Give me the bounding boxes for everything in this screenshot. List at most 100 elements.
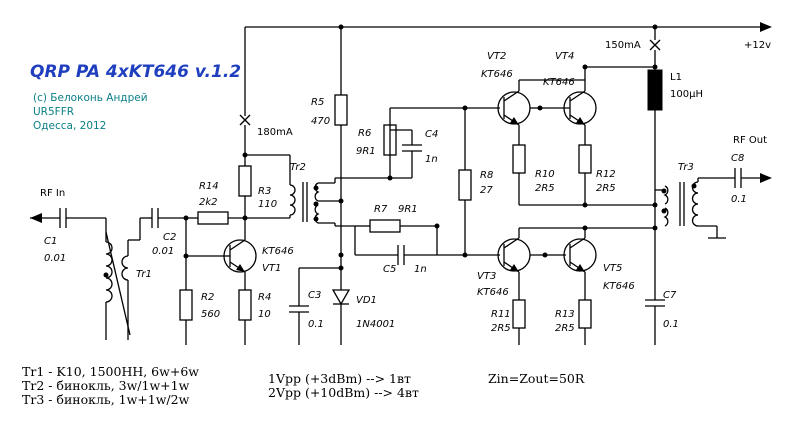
svg-text:C1: C1 xyxy=(44,236,57,247)
transistor-vt2: VT2 KT646 xyxy=(465,51,585,145)
svg-text:R11: R11 xyxy=(491,309,511,320)
svg-text:0.1: 0.1 xyxy=(731,194,747,205)
svg-text:27: 27 xyxy=(480,185,493,196)
capacitor-c3: C3 0.1 xyxy=(289,268,324,345)
resistor-r6: R6 9R1 xyxy=(356,107,465,181)
svg-text:KT646: KT646 xyxy=(481,69,513,80)
credit-callsign: UR5FFR xyxy=(33,106,74,118)
svg-text:Tr1: Tr1 xyxy=(136,269,152,280)
svg-text:Tr3: Tr3 xyxy=(678,162,694,173)
credit-place-year: Одесса, 2012 xyxy=(33,120,106,132)
svg-text:KT646: KT646 xyxy=(262,246,294,257)
svg-text:0.01: 0.01 xyxy=(152,246,174,257)
svg-text:R3: R3 xyxy=(258,186,271,197)
svg-text:KT646: KT646 xyxy=(603,281,635,292)
svg-text:1n: 1n xyxy=(414,264,427,275)
resistor-r2: R2 560 xyxy=(179,218,220,345)
note-power-1: 1Vpp (+3dBm) --> 1вт xyxy=(268,371,411,386)
svg-text:10: 10 xyxy=(258,309,271,320)
svg-text:VT3: VT3 xyxy=(477,271,496,282)
supply-voltage-label: +12v xyxy=(744,40,771,51)
output-current-label: 150mA xyxy=(605,40,641,51)
resistor-r3: R3 110 xyxy=(238,152,277,220)
diagram-title: QRP PA 4xKT646 v.1.2 xyxy=(30,62,241,82)
svg-text:R6: R6 xyxy=(358,128,371,139)
transistor-vt5: VT5 KT646 xyxy=(530,225,635,300)
svg-text:1n: 1n xyxy=(425,154,438,165)
svg-text:100µH: 100µH xyxy=(670,89,703,100)
transistor-vt1: KT646 VT1 xyxy=(186,218,294,290)
note-tr3: Tr3 - бинокль, 1w+1w/2w xyxy=(22,392,190,407)
transformer-tr2: Tr2 xyxy=(245,162,390,227)
resistor-r5: R5 470 xyxy=(311,27,348,255)
svg-text:R14: R14 xyxy=(199,181,219,192)
rf-in-label: RF In xyxy=(40,188,65,199)
resistor-r13: R13 2R5 xyxy=(555,299,592,345)
svg-text:VT1: VT1 xyxy=(262,263,281,274)
resistor-r12: R12 2R5 xyxy=(578,144,616,205)
svg-text:R7: R7 xyxy=(374,204,388,215)
bias-current-label: 180mA xyxy=(257,127,293,138)
diode-vd1: VD1 1N4001 xyxy=(299,252,395,345)
svg-text:2R5: 2R5 xyxy=(535,183,555,194)
svg-text:560: 560 xyxy=(201,309,220,320)
svg-text:470: 470 xyxy=(311,116,330,127)
svg-text:VD1: VD1 xyxy=(356,295,377,306)
note-tr2: Tr2 - бинокль, 3w/1w+1w xyxy=(22,378,190,393)
resistor-r10: R10 2R5 xyxy=(512,144,555,205)
svg-text:C4: C4 xyxy=(425,129,438,140)
svg-text:R5: R5 xyxy=(311,97,324,108)
capacitor-c1: C1 0.01 xyxy=(44,208,106,264)
svg-text:C7: C7 xyxy=(663,290,677,301)
svg-text:0.01: 0.01 xyxy=(44,253,66,264)
svg-text:2R5: 2R5 xyxy=(555,323,575,334)
transformer-tr3: Tr3 xyxy=(652,162,735,239)
svg-text:9R1: 9R1 xyxy=(398,204,418,215)
resistor-r7: R7 9R1 xyxy=(355,204,440,255)
note-power-2: 2Vpp (+10dBm) --> 4вт xyxy=(268,385,419,400)
svg-text:R2: R2 xyxy=(201,292,214,303)
svg-text:2R5: 2R5 xyxy=(596,183,616,194)
notes: Tr1 - K10, 1500HH, 6w+6w Tr2 - бинокль, … xyxy=(22,364,585,407)
svg-text:C5: C5 xyxy=(383,264,396,275)
svg-text:9R1: 9R1 xyxy=(356,146,376,157)
supply-rail: +12v xyxy=(245,22,772,51)
resistor-r8: R8 27 xyxy=(458,108,493,258)
svg-text:KT646: KT646 xyxy=(477,287,509,298)
svg-text:0.1: 0.1 xyxy=(663,319,679,330)
transformer-tr1: Tr1 xyxy=(103,218,152,340)
credit-author: (c) Белоконь Андрей xyxy=(33,92,148,104)
svg-text:VT4: VT4 xyxy=(555,51,574,62)
svg-text:L1: L1 xyxy=(670,72,682,83)
svg-text:C8: C8 xyxy=(731,153,744,164)
resistor-r4: R4 10 xyxy=(238,289,271,345)
capacitor-c2: C2 0.01 xyxy=(139,208,186,257)
svg-text:Tr2: Tr2 xyxy=(290,162,306,173)
resistor-r14: R14 2k2 xyxy=(183,181,248,225)
svg-text:KT646: KT646 xyxy=(543,77,575,88)
resistor-r11: R11 2R5 xyxy=(491,299,526,345)
rf-input: RF In xyxy=(30,188,65,223)
rf-out-label: RF Out xyxy=(733,135,767,146)
capacitor-c4: C4 1n xyxy=(390,129,438,179)
capacitor-c8: C8 0.1 RF Out xyxy=(731,135,772,205)
svg-text:2k2: 2k2 xyxy=(199,197,218,208)
svg-text:R4: R4 xyxy=(258,292,271,303)
choke-l1: 150mA L1 100µH xyxy=(605,27,703,300)
capacitor-c5: C5 1n xyxy=(354,226,465,275)
svg-text:0.1: 0.1 xyxy=(308,319,324,330)
note-impedance: Zin=Zout=50R xyxy=(488,371,585,386)
svg-text:C2: C2 xyxy=(163,232,176,243)
transistor-vt4: VT4 KT646 xyxy=(537,51,655,145)
svg-text:R13: R13 xyxy=(555,309,575,320)
svg-text:R12: R12 xyxy=(596,169,616,180)
svg-text:VT2: VT2 xyxy=(487,51,506,62)
capacitor-c7: C7 0.1 xyxy=(645,290,679,345)
svg-text:1N4001: 1N4001 xyxy=(356,319,395,330)
svg-text:2R5: 2R5 xyxy=(491,323,511,334)
svg-text:R8: R8 xyxy=(480,170,493,181)
bias-current-mark: 180mA xyxy=(239,27,293,155)
svg-text:110: 110 xyxy=(258,199,277,210)
